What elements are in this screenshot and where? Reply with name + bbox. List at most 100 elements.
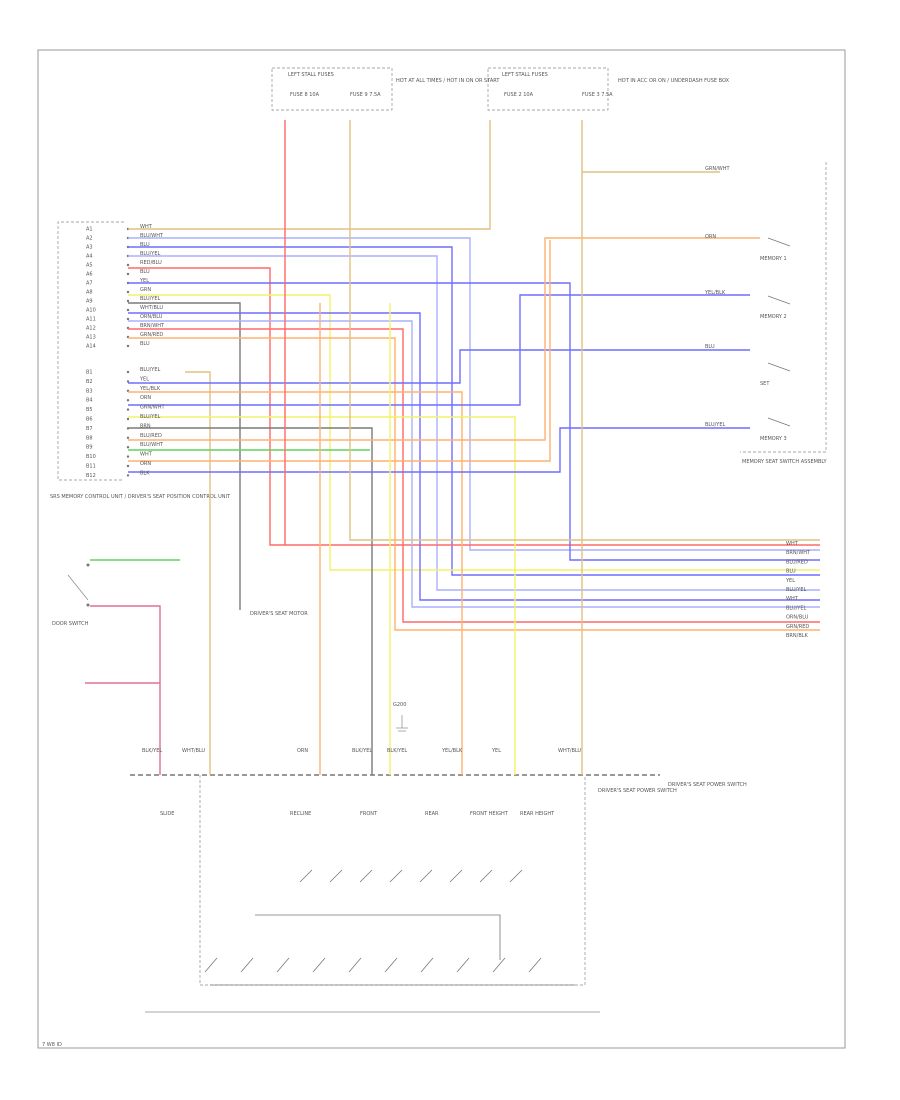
left-pin-19: B5 <box>86 407 93 413</box>
right-connector-label-3: BLU/RED <box>786 559 808 565</box>
wire-2 <box>128 237 820 551</box>
bottom-wire-label-3: ORN <box>297 748 308 754</box>
right-wire-label-4: BLU <box>705 344 715 350</box>
left-wire-label-5: RED/BLU <box>140 260 162 266</box>
left-pin-10: A10 <box>86 308 96 314</box>
left-wire-label-24: WHT <box>140 452 153 458</box>
wire-1 <box>128 120 491 230</box>
left-wire-label-14: BLU <box>140 341 150 347</box>
bottom-wire-label-4: BLK/YEL <box>352 748 372 754</box>
switch-bus <box>255 914 501 960</box>
right-wire-label-5: BLU/YEL <box>705 422 726 428</box>
left-pin-20: B6 <box>86 417 93 423</box>
left-pin-dot <box>126 290 130 294</box>
bottom-connector-label: DRIVER'S SEAT POWER SWITCH <box>668 782 747 788</box>
bottom-switch-label-3: FRONT <box>360 811 378 817</box>
wire-15 <box>128 391 463 775</box>
left-pin-8: A8 <box>86 290 93 296</box>
memory-control-unit: SRS MEMORY CONTROL UNIT / DRIVER'S SEAT … <box>50 221 231 500</box>
left-pin-11: A11 <box>86 317 96 323</box>
memory-switch-assembly: MEMORY SEAT SWITCH ASSEMBLY <box>740 162 828 465</box>
left-pin-17: B3 <box>86 388 93 394</box>
bottom-switch-label-1: SLIDE <box>160 811 174 817</box>
right-connector-label-5: YEL <box>785 578 795 584</box>
right-switch-2: MEMORY 2 <box>760 314 787 320</box>
wire-3 <box>128 246 820 576</box>
left-pin-dot <box>126 317 130 321</box>
bottom-wire-label-8: WHT/BLU <box>558 748 581 754</box>
left-pin-dot <box>126 380 130 383</box>
left-pin-dot <box>126 436 130 439</box>
fuse-box-right-note: HOT IN ACC OR ON / UNDERDASH FUSE BOX <box>618 78 730 84</box>
switch-contact <box>329 869 343 883</box>
power-seat-switch-label: DRIVER'S SEAT POWER SWITCH <box>598 788 677 794</box>
seat-motor-label: DRIVER'S SEAT MOTOR <box>250 611 308 617</box>
left-pin-14: A14 <box>86 344 96 350</box>
left-wire-label-10: WHT/BLU <box>140 305 163 311</box>
left-wire-label-25: ORN <box>140 461 151 467</box>
left-pin-5: A5 <box>86 263 93 269</box>
left-wire-label-6: BLU <box>140 269 150 275</box>
wire-12 <box>128 337 820 631</box>
bottom-switch-label-2: RECLINE <box>290 811 311 817</box>
fuse-box-left-fuse-a: FUSE 8 10A <box>290 92 320 98</box>
left-wire-label-26: BLK <box>140 470 150 476</box>
right-switch-blade <box>767 362 791 372</box>
left-wire-label-8: GRN <box>140 287 151 293</box>
switch-contact <box>389 869 403 883</box>
left-pin-dot <box>126 474 130 477</box>
bottom-switch-label-4: REAR <box>425 811 439 817</box>
right-connector-label-1: WHT <box>786 541 799 547</box>
switch-contact <box>299 869 313 883</box>
fuse-box-right: LEFT STALL FUSES FUSE 2 10A FUSE 3 7.5A … <box>487 67 730 111</box>
left-pin-dot <box>126 464 130 468</box>
wire-10 <box>128 320 820 608</box>
wire-5 <box>128 267 820 546</box>
right-switch-4: MEMORY 3 <box>760 436 787 442</box>
left-pin-7: A7 <box>86 281 93 287</box>
right-connector-label-8: BLU/YEL <box>786 605 807 611</box>
door-switch-label: DOOR SWITCH <box>52 621 89 627</box>
right-wire-label-3: YEL/BLK <box>704 290 726 296</box>
wire-8 <box>128 302 241 610</box>
switch-contact <box>204 957 218 973</box>
left-pin-1: A1 <box>86 227 93 233</box>
left-pin-dot <box>126 417 130 421</box>
fuse-box-left-title: LEFT STALL FUSES <box>288 72 334 78</box>
left-pin-dot <box>126 399 130 402</box>
left-pin-16: B2 <box>86 379 93 385</box>
wire-13 <box>185 371 211 775</box>
right-connector-label-11: BRN/BLK <box>786 633 809 639</box>
left-wire-label-4: BLU/YEL <box>140 251 161 257</box>
wire-22 <box>128 427 750 473</box>
left-wire-label-17: YEL/BLK <box>139 386 161 392</box>
switch-contact <box>456 957 470 973</box>
left-wire-label-9: BLU/YEL <box>140 296 161 302</box>
left-pin-dot <box>126 263 130 267</box>
right-switch-1: MEMORY 1 <box>760 256 787 262</box>
bottom-wire-label-1: BLK/YEL <box>142 748 162 754</box>
switch-contact <box>509 869 523 883</box>
right-wire-label-1: GRN/WHT <box>705 166 730 172</box>
wire-24 <box>349 120 820 541</box>
left-wire-label-12: BRN/WHT <box>140 323 165 329</box>
left-wire-label-23: BLU/WHT <box>140 442 164 448</box>
switch-contact <box>419 869 433 883</box>
ground-label: G200 <box>393 702 406 708</box>
switch-contact <box>449 869 463 883</box>
left-pin-21: B7 <box>86 426 93 432</box>
left-pin-13: A13 <box>86 335 96 341</box>
bottom-wire-label-6: YEL/BLK <box>441 748 463 754</box>
wire-17 <box>128 416 516 775</box>
left-wire-label-11: ORN/BLU <box>140 314 163 320</box>
wire-18 <box>128 427 373 775</box>
fuse-box-right-fuse-a: FUSE 2 10A <box>504 92 534 98</box>
power-seat-switch-box: DRIVER'S SEAT POWER SWITCH DRIVER'S SEAT… <box>145 775 747 1013</box>
left-wire-label-19: GRN/WHT <box>140 405 165 411</box>
left-wire-label-13: GRN/RED <box>140 332 163 338</box>
left-pin-25: B11 <box>86 464 96 470</box>
fuse-box-left-fuse-b: FUSE 9 7.5A <box>350 92 381 98</box>
left-pin-dot <box>126 455 130 458</box>
bottom-switch-label-6: REAR HEIGHT <box>520 811 555 817</box>
